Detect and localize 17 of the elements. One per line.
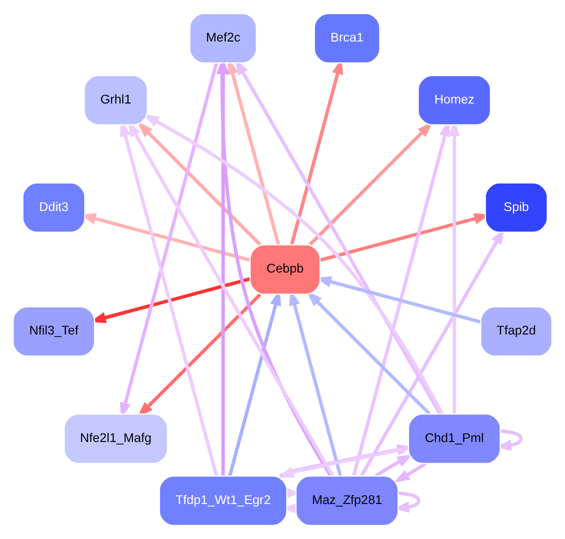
node-box: Tfap2d — [480, 306, 552, 357]
node-box: Spib — [484, 182, 548, 233]
arrow — [137, 122, 262, 246]
arrow — [374, 454, 413, 478]
node-box: Grhl1 — [84, 74, 148, 126]
node-box: Nfil3_Tef — [12, 306, 96, 357]
node-box: Brca1 — [314, 13, 380, 64]
arrow — [128, 120, 334, 477]
arrow — [308, 122, 433, 246]
node-box: Cebpb — [250, 244, 321, 295]
arrow — [306, 290, 431, 416]
node-box: Mef2c — [189, 13, 257, 64]
node-box: Ddit3 — [22, 182, 86, 233]
node-box: Homez — [418, 74, 492, 126]
node-box: Nfe2l1_Mafg — [64, 414, 168, 464]
node-box: Chd1_Pml — [408, 414, 501, 464]
arrow — [394, 462, 427, 483]
